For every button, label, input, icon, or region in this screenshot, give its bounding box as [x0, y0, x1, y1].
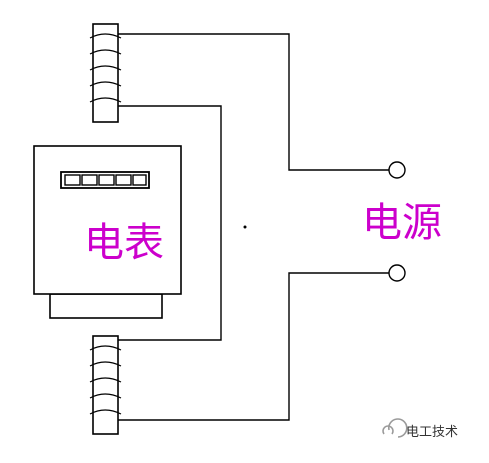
power-source-label: 电源: [362, 200, 442, 246]
wire-top-coil-to-bottom-coil: [118, 105, 222, 341]
wire-bottom-coil-to-source-lower: [118, 272, 389, 421]
top-coil: [89, 23, 122, 123]
meter-body: [33, 145, 182, 295]
terminal-icon: [388, 264, 406, 282]
bottom-coil-body: [92, 335, 119, 435]
coil-icon: [89, 33, 122, 103]
dot-marker: [243, 225, 247, 229]
bottom-coil: [89, 335, 122, 435]
wire-top-coil-to-source-upper: [118, 33, 389, 171]
electric-meter: 电表: [33, 145, 182, 319]
wiring: [118, 33, 389, 421]
terminal-icon: [388, 161, 406, 179]
meter-display-cell: [98, 174, 115, 186]
watermark: 电工技术: [382, 418, 458, 440]
meter-display-cell: [132, 174, 147, 186]
wechat-logo-icon: [382, 418, 408, 438]
meter-display-cell: [64, 174, 81, 186]
meter-base: [49, 293, 163, 319]
watermark-text: 电工技术: [406, 425, 458, 440]
meter-display-cell: [81, 174, 98, 186]
meter-display: [60, 171, 150, 189]
meter-label: 电表: [84, 220, 164, 266]
top-coil-body: [92, 23, 119, 123]
coil-icon: [89, 345, 122, 415]
meter-display-cell: [115, 174, 132, 186]
power-source: 电源: [362, 161, 442, 282]
